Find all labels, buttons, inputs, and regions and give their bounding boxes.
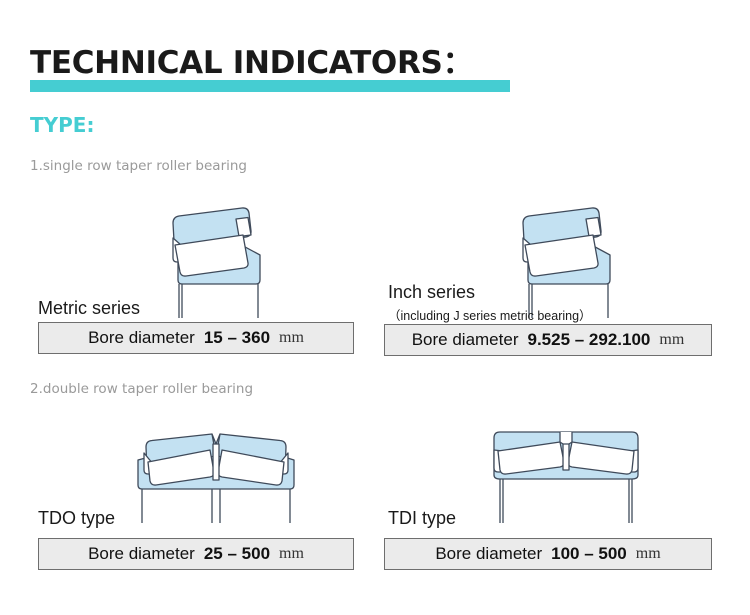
bore-diameter-range: 25 – 500 — [203, 544, 271, 563]
bore-diameter-box-tdo: Bore diameter 25 – 500 mm — [38, 538, 354, 570]
bore-diameter-range: 9.525 – 292.100 — [527, 330, 651, 349]
bore-diameter-label: Bore diameter — [435, 544, 543, 563]
bore-diameter-label: Bore diameter — [88, 328, 195, 347]
bore-diameter-box-inch: Bore diameter 9.525 – 292.100 mm — [384, 324, 712, 356]
section-heading-single-row: 1.single row taper roller bearing — [30, 158, 248, 174]
bore-diameter-unit: mm — [279, 545, 304, 562]
double-row-tdo-bearing-diagram — [126, 420, 306, 525]
bore-diameter-range: 15 – 360 — [203, 328, 271, 347]
double-row-tdi-bearing-diagram — [476, 420, 656, 525]
title-underline-bar — [30, 80, 510, 92]
page-title: TECHNICAL INDICATORS： — [30, 45, 474, 81]
page-title-wrap: TECHNICAL INDICATORS： — [30, 44, 530, 96]
single-row-taper-roller-bearing-diagram-metric — [148, 205, 288, 320]
bearing-name-inch-series: Inch series — [388, 282, 476, 302]
bearing-name-tdi-type: TDI type — [388, 508, 457, 528]
bearing-name-tdo-type: TDO type — [38, 508, 116, 528]
bore-diameter-unit: mm — [279, 329, 304, 346]
bore-diameter-box-tdi: Bore diameter 100 – 500 mm — [384, 538, 712, 570]
type-label: TYPE: — [30, 113, 95, 137]
bore-diameter-unit: mm — [659, 331, 685, 348]
bore-diameter-range: 100 – 500 — [551, 544, 627, 563]
bore-diameter-label: Bore diameter — [88, 544, 195, 563]
single-row-taper-roller-bearing-diagram-inch — [498, 205, 638, 320]
bore-diameter-box-metric: Bore diameter 15 – 360 mm — [38, 322, 354, 354]
bearing-subtitle-inch-series: （including J series metric bearing） — [388, 309, 592, 323]
bore-diameter-unit: mm — [635, 545, 661, 562]
section-heading-double-row: 2.double row taper roller bearing — [30, 381, 254, 397]
bearing-name-metric-series: Metric series — [38, 298, 141, 318]
bore-diameter-label: Bore diameter — [411, 330, 519, 349]
